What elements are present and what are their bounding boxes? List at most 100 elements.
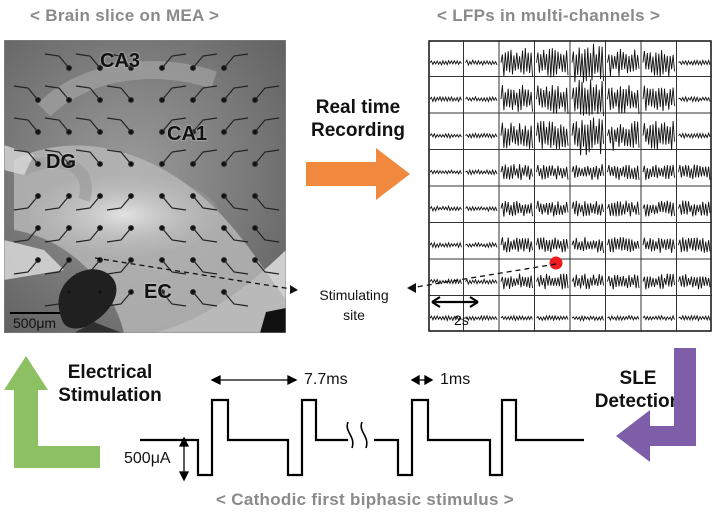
mea-track <box>106 291 132 307</box>
lfp-trace <box>642 314 675 322</box>
lfp-trace <box>500 122 533 149</box>
recording-arrow-shape <box>306 148 410 200</box>
mea-electrode <box>97 129 103 135</box>
mea-track <box>223 227 249 243</box>
region-label-ec: EC <box>144 281 172 303</box>
mea-track <box>44 259 70 275</box>
mea-electrode <box>252 161 258 167</box>
sle-arrow-icon <box>616 348 696 462</box>
time-scale-arrow <box>431 296 479 308</box>
mea-electrode <box>221 161 227 167</box>
mea-track <box>161 227 187 243</box>
mea-track <box>44 117 70 133</box>
lfp-trace <box>536 200 569 217</box>
lfp-trace <box>536 237 569 253</box>
mea-track <box>254 149 280 165</box>
recording-arrow-icon <box>306 148 410 200</box>
mea-electrode <box>128 65 134 71</box>
lfp-trace <box>642 273 675 290</box>
sle-arrow-shape <box>616 348 696 462</box>
mea-electrode <box>97 289 103 295</box>
lfp-trace <box>536 314 569 322</box>
mea-electrode <box>128 289 134 295</box>
mea-electrode <box>190 257 196 263</box>
lfp-trace <box>571 164 604 180</box>
lfp-panel: 2s <box>428 40 712 332</box>
mea-track <box>44 227 70 243</box>
lfp-trace <box>465 314 498 322</box>
mea-electrode <box>190 129 196 135</box>
mea-electrode <box>221 97 227 103</box>
mea-electrode <box>35 257 41 263</box>
mea-electrode <box>221 225 227 231</box>
mea-track <box>223 291 249 307</box>
mea-track <box>192 149 218 165</box>
time-scale-label: 2s <box>454 312 469 328</box>
lfp-trace <box>500 200 533 217</box>
lfp-trace <box>678 314 711 322</box>
lfp-trace <box>642 200 675 217</box>
mea-electrode <box>66 225 72 231</box>
lfp-trace <box>429 204 462 213</box>
waveform-trace-right <box>374 398 584 477</box>
mea-electrode <box>252 257 258 263</box>
mea-electrode <box>159 129 165 135</box>
lfp-trace <box>678 164 711 180</box>
mea-track <box>13 195 39 211</box>
stimulating-site-line1: Stimulating <box>319 287 389 303</box>
lfp-trace <box>429 169 462 175</box>
lfp-trace <box>642 50 675 78</box>
mea-track <box>106 117 132 133</box>
mea-track <box>75 291 101 307</box>
mea-electrode <box>128 97 134 103</box>
mea-track <box>75 195 101 211</box>
mea-electrode <box>159 257 165 263</box>
lfp-trace <box>465 59 498 67</box>
lfp-trace <box>571 117 604 156</box>
lfp-trace <box>465 168 498 176</box>
lfp-trace <box>429 59 462 67</box>
mea-electrode <box>66 257 72 263</box>
mea-track <box>106 227 132 243</box>
mea-electrode <box>221 193 227 199</box>
mea-track <box>44 291 70 307</box>
mea-electrode <box>159 65 165 71</box>
lfp-trace <box>607 85 640 115</box>
mea-track <box>75 149 101 165</box>
mea-electrode <box>66 97 72 103</box>
stimulus-caption: < Cathodic first biphasic stimulus > <box>216 490 514 509</box>
lfp-trace <box>607 314 640 322</box>
mea-track <box>161 117 187 133</box>
mea-track <box>106 149 132 165</box>
mea-track <box>192 227 218 243</box>
mea-track <box>192 117 218 133</box>
lfp-trace <box>500 237 533 253</box>
lfp-trace <box>536 48 569 78</box>
lfp-trace <box>642 237 675 253</box>
mea-electrode <box>66 161 72 167</box>
mea-track <box>161 149 187 165</box>
lfp-trace <box>571 314 604 322</box>
lfp-trace <box>678 95 711 103</box>
mea-electrode <box>97 225 103 231</box>
lfp-trace <box>607 164 640 181</box>
mea-track <box>75 85 101 101</box>
lfp-trace <box>571 200 604 217</box>
lfp-trace <box>678 237 711 253</box>
mea-track <box>192 195 218 211</box>
lfp-trace <box>465 241 498 249</box>
mea-track <box>223 85 249 101</box>
mea-track <box>254 85 280 101</box>
recording-label-line1: Real time <box>315 97 401 118</box>
electrical-arrow-shape <box>4 356 100 468</box>
electrical-label-line1: Electrical <box>67 362 153 383</box>
lfp-trace <box>571 43 604 83</box>
lfp-trace <box>500 314 533 322</box>
lfp-trace <box>465 95 498 103</box>
mea-electrode <box>66 193 72 199</box>
region-label-dg: DG <box>46 151 76 173</box>
scale-bar-label: 500μm <box>13 315 57 331</box>
mea-electrode <box>190 193 196 199</box>
mea-track <box>254 227 280 243</box>
lfp-trace <box>500 164 533 181</box>
